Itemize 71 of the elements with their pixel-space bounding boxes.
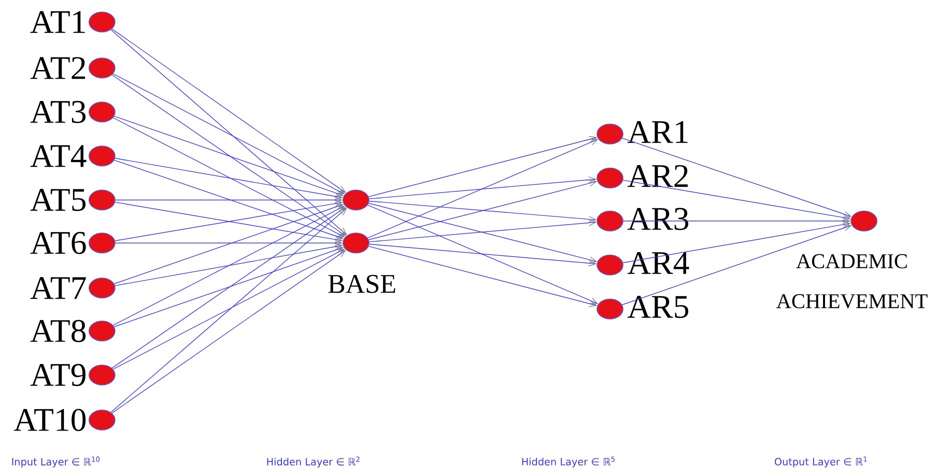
node-label: AT7 xyxy=(30,277,86,299)
layer-caption: Hidden Layer ∈ ℝ$^{5}$ xyxy=(522,456,615,468)
node-label: AT1 xyxy=(30,11,85,33)
arrow xyxy=(368,176,597,200)
node-label: AT8 xyxy=(30,320,86,342)
neuron-circle xyxy=(596,124,624,144)
neuron-circle xyxy=(88,410,116,430)
neuron-circle xyxy=(342,232,370,254)
neuron-circle xyxy=(596,168,624,188)
node-label: AR1 xyxy=(628,121,688,143)
arrow xyxy=(622,138,852,218)
arrow xyxy=(112,28,346,194)
node-label: AR4 xyxy=(628,252,690,274)
arrow xyxy=(368,136,598,198)
arrow xyxy=(622,221,851,264)
neuron-circle xyxy=(88,190,116,210)
node-label: AR5 xyxy=(628,296,688,318)
layer-caption: Input Layer ∈ ℝ$^{10}$ xyxy=(12,456,100,468)
node-label: AT10 xyxy=(14,408,86,432)
arrow xyxy=(368,200,597,223)
neuron-circle xyxy=(88,12,116,32)
arrow xyxy=(623,218,851,224)
node-label: AT3 xyxy=(30,100,86,124)
arrow xyxy=(110,29,348,236)
neuron-circle xyxy=(342,190,370,210)
arrow xyxy=(368,246,598,307)
neuron-circle xyxy=(88,232,116,254)
arrow xyxy=(114,160,344,240)
arrow xyxy=(114,204,344,284)
neuron-circle xyxy=(596,298,624,320)
node-label: AT2 xyxy=(30,57,86,79)
arrow xyxy=(112,73,345,194)
neuron-circle xyxy=(88,278,116,298)
arrow xyxy=(367,204,598,304)
arrow xyxy=(112,250,346,414)
arrow xyxy=(114,243,343,286)
layer-caption: Hidden Layer ∈ ℝ$^{2}$ xyxy=(267,456,360,468)
neuron-circle xyxy=(88,146,116,166)
layer-name: BASE xyxy=(328,274,396,294)
node-label: ACADEMIC ACHIEVEMENT xyxy=(776,254,928,308)
arrow xyxy=(115,196,343,204)
node-label: AT4 xyxy=(30,145,86,167)
arrow xyxy=(367,139,598,238)
arrow xyxy=(114,246,344,328)
layer-caption: Output Layer ∈ ℝ$^{1}$ xyxy=(774,456,867,468)
arrow xyxy=(112,206,345,326)
arrow xyxy=(622,180,851,221)
arrow xyxy=(368,202,598,264)
neuron-circle xyxy=(596,210,624,232)
arrow xyxy=(368,219,597,242)
arrow xyxy=(368,244,597,266)
neuron-circle xyxy=(88,364,116,386)
node-label: AR2 xyxy=(628,165,688,187)
arrow xyxy=(114,158,343,200)
arrow xyxy=(112,117,345,238)
arrow xyxy=(114,116,344,196)
node-label: AT9 xyxy=(30,364,86,386)
neuron-circle xyxy=(88,102,116,122)
arrow xyxy=(112,248,345,370)
neuron-circle xyxy=(596,254,624,276)
arrow xyxy=(112,206,346,368)
arrow xyxy=(110,208,348,413)
arrow xyxy=(112,74,346,236)
arrow xyxy=(368,180,598,240)
neuron-circle xyxy=(88,320,116,342)
arrow xyxy=(115,240,343,246)
neuron-circle xyxy=(850,210,878,232)
neuron-circle xyxy=(88,58,116,78)
node-label: AT5 xyxy=(30,188,86,212)
arrow xyxy=(622,224,852,306)
node-label: AT6 xyxy=(30,232,86,254)
